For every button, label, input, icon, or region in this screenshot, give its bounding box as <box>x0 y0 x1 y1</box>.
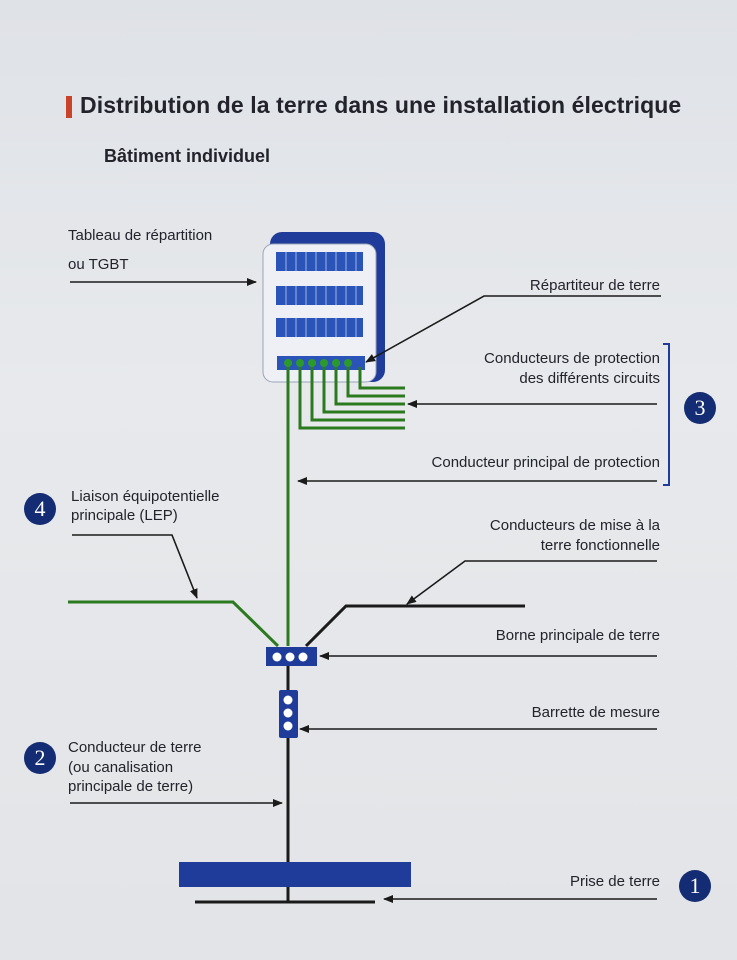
title-accent-bar <box>66 96 72 118</box>
label-borne: Borne principale de terre <box>495 627 660 644</box>
label-tableau-1: Tableau de répartition <box>68 227 213 244</box>
breaker-row-2 <box>276 286 363 305</box>
label-conducteurs-protection-1: Conducteurs de protection <box>484 350 660 367</box>
page-subtitle: Bâtiment individuel <box>104 146 271 166</box>
label-conducteurs-protection-2: des différents circuits <box>519 370 660 387</box>
functional-earth-conductor <box>304 604 525 648</box>
earth-electrode <box>179 862 411 887</box>
badge-1: 1 <box>679 870 711 902</box>
label-lep-2: principale (LEP) <box>71 507 178 524</box>
breaker-row-3 <box>276 318 363 337</box>
label-fonctionnelle-2: terre fonctionnelle <box>540 537 660 554</box>
group-3-bracket <box>663 343 670 486</box>
label-conducteur-principal: Conducteur principal de protection <box>431 454 660 471</box>
label-conducteur-terre-1: Conducteur de terre <box>68 739 202 756</box>
badge-2: 2 <box>24 742 56 774</box>
measurement-link <box>279 690 298 738</box>
distribution-board <box>262 232 385 383</box>
label-conducteur-terre-2: (ou canalisation <box>68 759 174 776</box>
badge-4: 4 <box>24 493 56 525</box>
leader-arrows <box>70 278 661 903</box>
label-conducteur-terre-3: principale de terre) <box>68 778 194 795</box>
label-barrette: Barrette de mesure <box>531 704 660 721</box>
breaker-row-1 <box>276 252 363 271</box>
label-tableau-2: ou TGBT <box>68 256 129 273</box>
page-title: Distribution de la terre dans une instal… <box>80 92 682 118</box>
main-earth-terminal <box>266 647 317 666</box>
protective-conductors <box>68 367 405 648</box>
label-repartiteur: Répartiteur de terre <box>529 277 660 294</box>
label-prise: Prise de terre <box>569 873 660 890</box>
label-lep-1: Liaison équipotentielle <box>71 488 220 505</box>
badge-3: 3 <box>684 392 716 424</box>
label-fonctionnelle-1: Conducteurs de mise à la <box>489 517 660 534</box>
